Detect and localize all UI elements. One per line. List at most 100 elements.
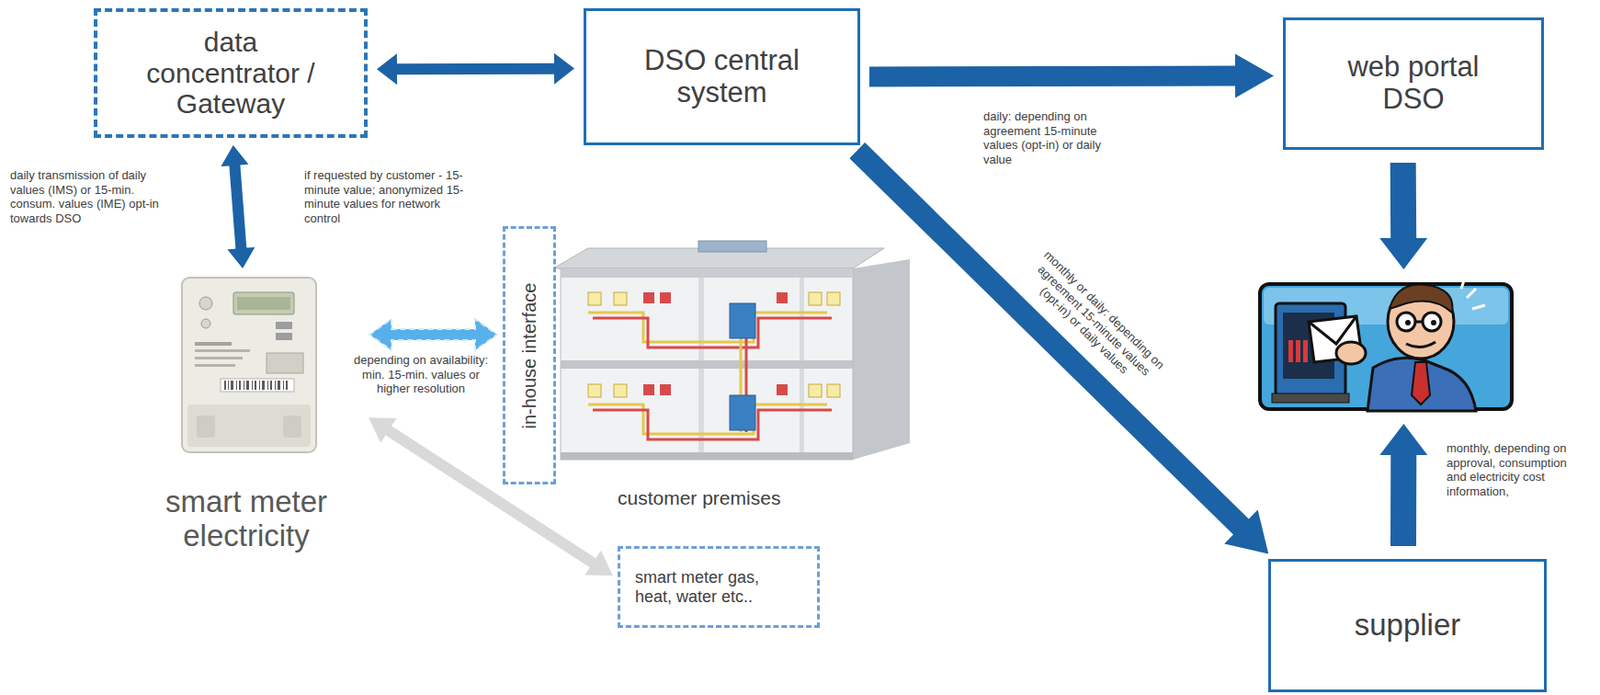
building-picture-part xyxy=(643,292,788,396)
meter-picture-part xyxy=(181,277,317,453)
meter-picture-part xyxy=(199,296,213,310)
building-picture-part xyxy=(560,268,853,460)
meter-picture-part-part xyxy=(270,380,273,390)
meter-picture-part xyxy=(194,341,232,346)
building-picture-part xyxy=(588,303,832,440)
meter-picture-part xyxy=(220,378,295,392)
meter-picture-part-part xyxy=(285,380,288,390)
customer-cartoon-part xyxy=(1288,340,1294,363)
edge-label: depending on availability: min. 15-min. … xyxy=(351,352,490,397)
customer-cartoon-part xyxy=(1336,341,1366,364)
meter-picture-part-part xyxy=(224,380,227,390)
customer-cartoon-part xyxy=(1271,393,1350,403)
meter-picture-part-part xyxy=(251,380,253,390)
interface-box: in-house interface xyxy=(502,226,557,485)
flow-arrow xyxy=(869,54,1274,99)
meter-picture-part xyxy=(266,352,304,374)
node-text: in-house interface xyxy=(519,282,540,429)
meter-picture-part-part xyxy=(267,380,269,390)
meter-picture-part xyxy=(194,356,243,360)
supplier-box: supplier xyxy=(1268,558,1547,693)
edge-label: daily: depending on agreement 15-minute … xyxy=(983,109,1126,167)
meter-picture-part-part xyxy=(246,380,250,390)
edge-label: daily transmission of daily values (IMS)… xyxy=(10,168,162,226)
meter-node: smart meter electricity xyxy=(128,275,364,554)
node-text: DSO central system xyxy=(625,45,819,109)
meter-picture-part-part xyxy=(254,380,257,390)
meter-picture-part-part xyxy=(274,380,276,390)
building-picture-part xyxy=(729,303,756,339)
meter-picture-part xyxy=(224,380,288,390)
building-picture-part xyxy=(852,259,910,460)
customer-cartoon-part xyxy=(1308,316,1357,344)
customer-cartoon-part xyxy=(1430,319,1437,326)
flow-arrow xyxy=(220,145,255,269)
gateway-box: data concentrator / Gateway xyxy=(93,8,368,138)
node-text: data concentrator / Gateway xyxy=(124,26,337,120)
meter-picture xyxy=(181,277,317,453)
customer-cartoon-part xyxy=(1461,277,1465,289)
meter-picture-part xyxy=(237,296,291,310)
meter-picture-part-part xyxy=(243,380,245,390)
meter-picture-part-part xyxy=(277,380,281,390)
customer-cartoon-part xyxy=(1466,288,1476,298)
building-picture-part-part xyxy=(808,384,822,398)
note-label: if requested by customer - 15-minute val… xyxy=(304,168,470,226)
customer-cartoon-part xyxy=(1405,319,1411,326)
building-picture-part-part xyxy=(613,384,627,398)
customer-cartoon xyxy=(1259,277,1512,411)
building-picture-part xyxy=(560,268,853,278)
flow-arrow xyxy=(1379,162,1428,270)
flow-arrow xyxy=(368,417,613,576)
customer-cartoon-part xyxy=(1415,320,1423,324)
meter-picture-part xyxy=(194,363,236,367)
building-picture-part-part xyxy=(827,384,840,398)
utility-meter-box: smart meter gas, heat, water etc.. xyxy=(617,545,820,628)
building-picture-part-part xyxy=(588,292,602,306)
building-picture xyxy=(553,240,910,460)
building-picture-part xyxy=(560,452,853,460)
edge-label: monthly, depending on approval, consumpt… xyxy=(1446,441,1568,499)
meter-picture-part-part xyxy=(227,380,229,390)
customer-cartoon-part xyxy=(1396,312,1416,331)
customer-node xyxy=(1258,282,1514,411)
meter-picture-part xyxy=(275,321,293,330)
customer-cartoon-part xyxy=(1367,357,1476,411)
building-picture-part-part xyxy=(588,384,602,398)
meter-picture-part-part xyxy=(259,380,261,390)
meter-picture-part-part xyxy=(236,380,238,390)
customer-cartoon-part xyxy=(1406,341,1436,348)
meter-picture-part xyxy=(187,404,311,447)
customer-cartoon-part xyxy=(1422,312,1442,331)
node-text: smart meter gas, heat, water etc.. xyxy=(635,567,801,605)
premises-node: customer premises xyxy=(551,240,920,510)
building-picture-part-part xyxy=(592,317,832,348)
edge-label: monthly or daily: depending on agreement… xyxy=(1018,245,1170,396)
system-box: DSO central system xyxy=(583,8,861,146)
meter-picture-part-part xyxy=(230,380,234,390)
building-picture-part-part xyxy=(776,292,788,304)
meter-picture-part-part xyxy=(261,380,265,390)
building-picture-part xyxy=(588,292,840,398)
building-picture-part-part xyxy=(827,292,840,306)
building-picture-part-part xyxy=(592,409,832,440)
customer-cartoon-part xyxy=(1389,284,1453,313)
meter-picture-part-part xyxy=(238,380,241,390)
flow-arrow xyxy=(369,318,498,351)
building-picture-part xyxy=(698,240,767,252)
node-text: customer premises xyxy=(617,487,781,510)
customer-cartoon-part xyxy=(1472,305,1486,309)
meter-picture-part xyxy=(275,332,293,341)
meter-picture-part xyxy=(196,415,216,438)
building-picture-part-part xyxy=(613,292,627,306)
customer-cartoon-part xyxy=(1387,284,1454,359)
customer-cartoon-part xyxy=(1411,362,1430,405)
building-picture-part xyxy=(560,360,853,369)
building-picture-part-part xyxy=(808,292,822,306)
building-picture-part-part xyxy=(659,292,671,304)
meter-picture-part xyxy=(201,318,211,329)
node-text: web portal DSO xyxy=(1326,51,1501,115)
flow-arrow xyxy=(376,53,575,85)
meter-picture-part xyxy=(233,292,295,315)
